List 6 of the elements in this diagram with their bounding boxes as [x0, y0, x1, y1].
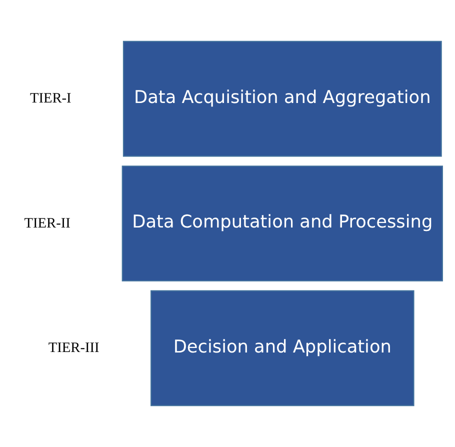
node-box: Decision and Application: [150, 290, 414, 406]
node-box: Data Acquisition and Aggregation: [122, 40, 442, 157]
node-label: TIER-I: [30, 90, 72, 107]
node-box: Data Computation and Processing: [122, 166, 443, 282]
node-label: TIER-III: [48, 340, 100, 356]
node-label: TIER-II: [24, 215, 70, 232]
